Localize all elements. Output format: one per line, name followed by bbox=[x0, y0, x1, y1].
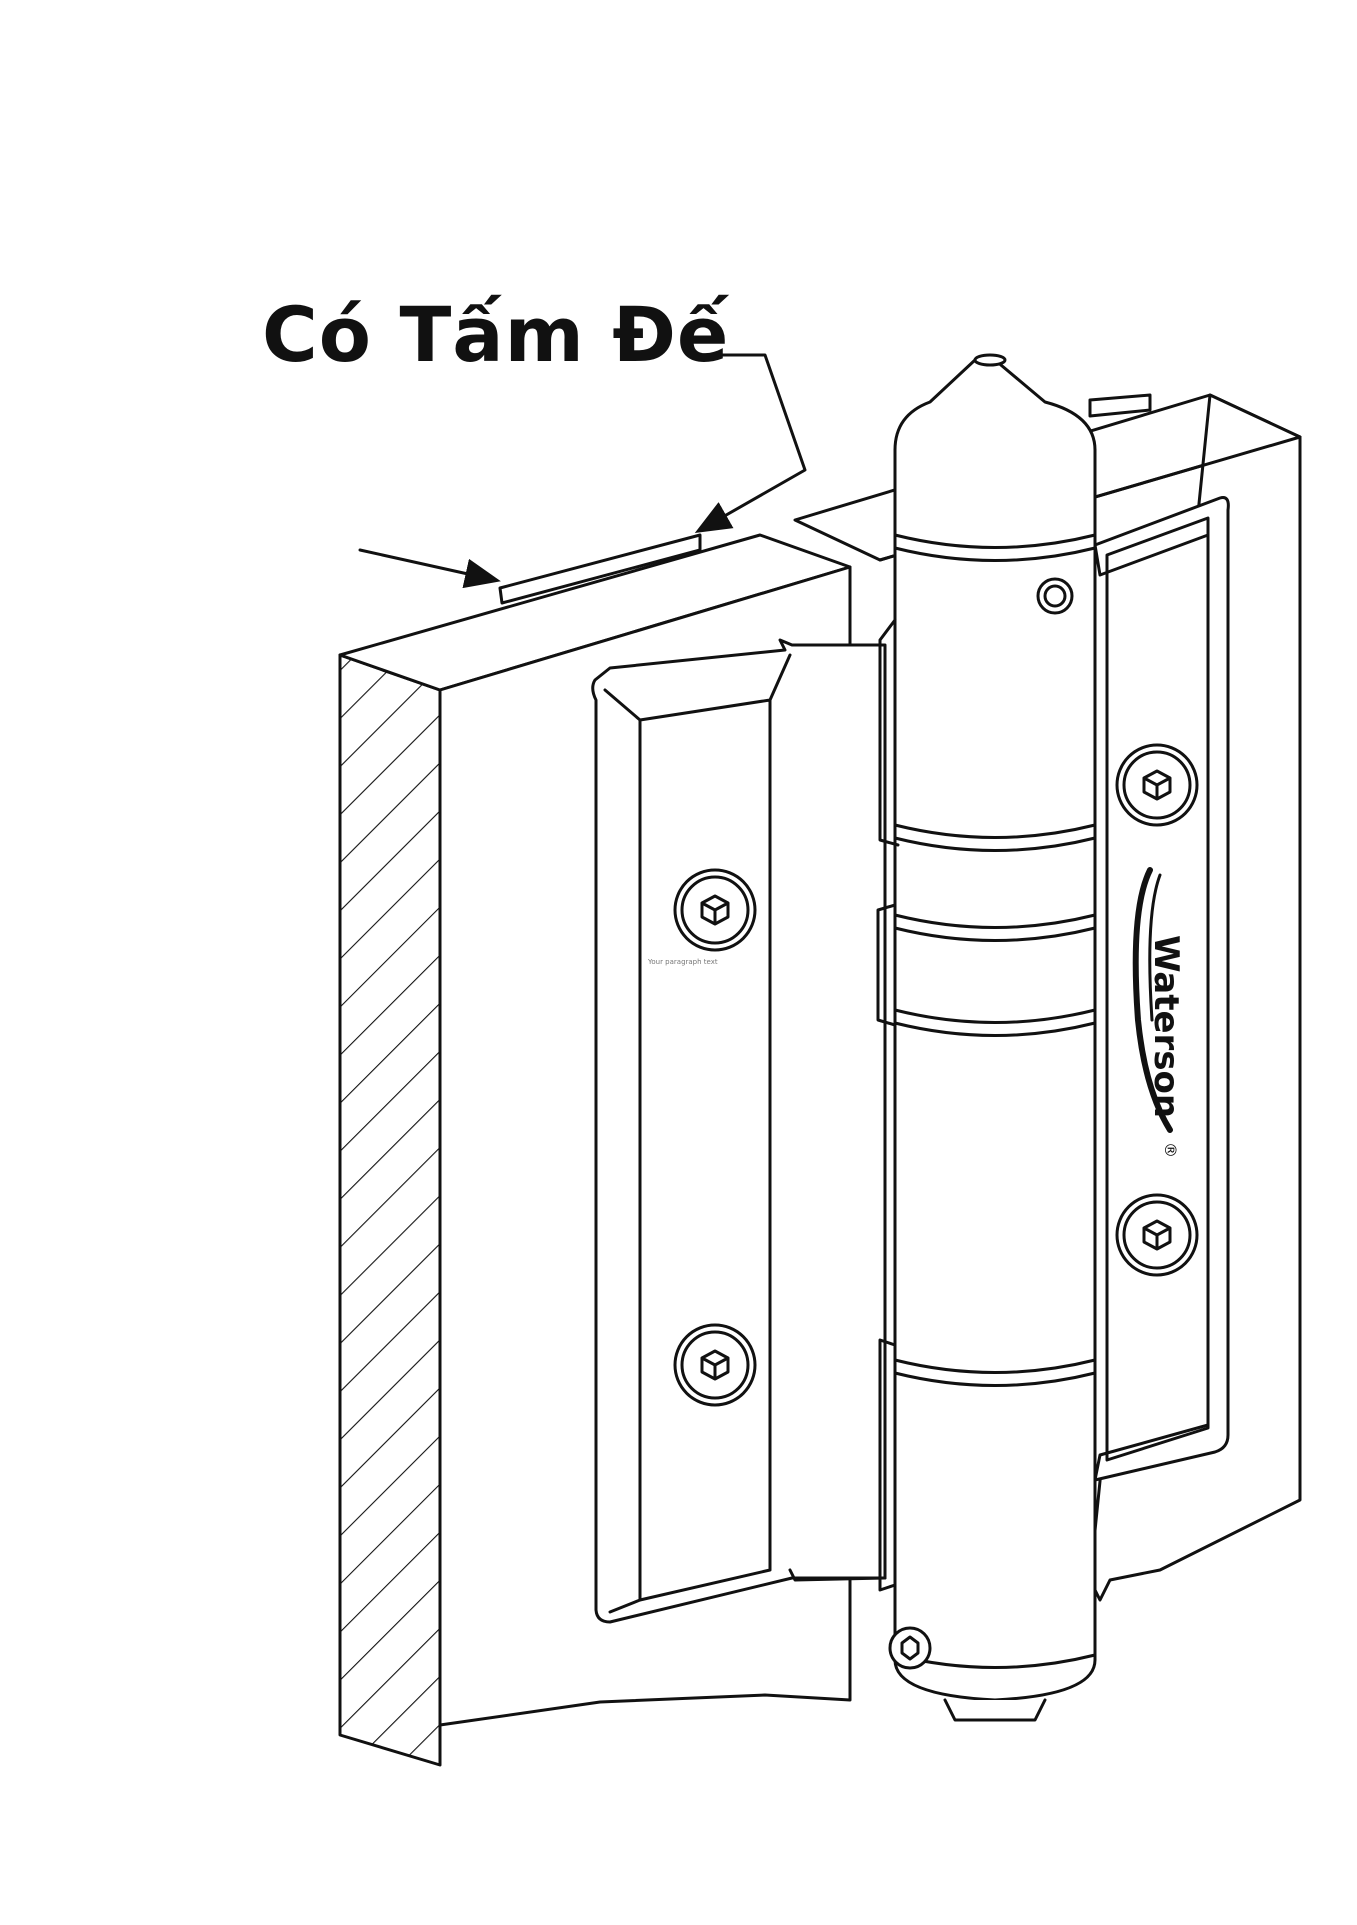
screw-right-bottom bbox=[1115, 1193, 1199, 1277]
barrel-screw-top bbox=[1036, 577, 1074, 615]
placeholder-text: Your paragraph text bbox=[648, 958, 718, 966]
hinge-leaf-left bbox=[591, 638, 887, 1624]
base-plate-label: Có Tấm Đế bbox=[262, 290, 730, 379]
registered-mark: ® bbox=[1161, 1142, 1180, 1158]
leader-left bbox=[358, 548, 501, 589]
wall-section bbox=[338, 653, 442, 1767]
brand-name: Waterson bbox=[1146, 935, 1186, 1118]
waterson-logo: Waterson ® bbox=[1132, 867, 1186, 1158]
leader-right bbox=[694, 353, 807, 533]
barrel-screw-bottom bbox=[888, 1626, 932, 1670]
hinge-barrel bbox=[876, 353, 1097, 1722]
screw-left-bottom bbox=[673, 1323, 757, 1407]
base-plate-left bbox=[498, 533, 702, 605]
screw-right-top bbox=[1115, 743, 1199, 827]
base-plate-right bbox=[1088, 393, 1152, 418]
screw-left-top bbox=[673, 868, 757, 952]
